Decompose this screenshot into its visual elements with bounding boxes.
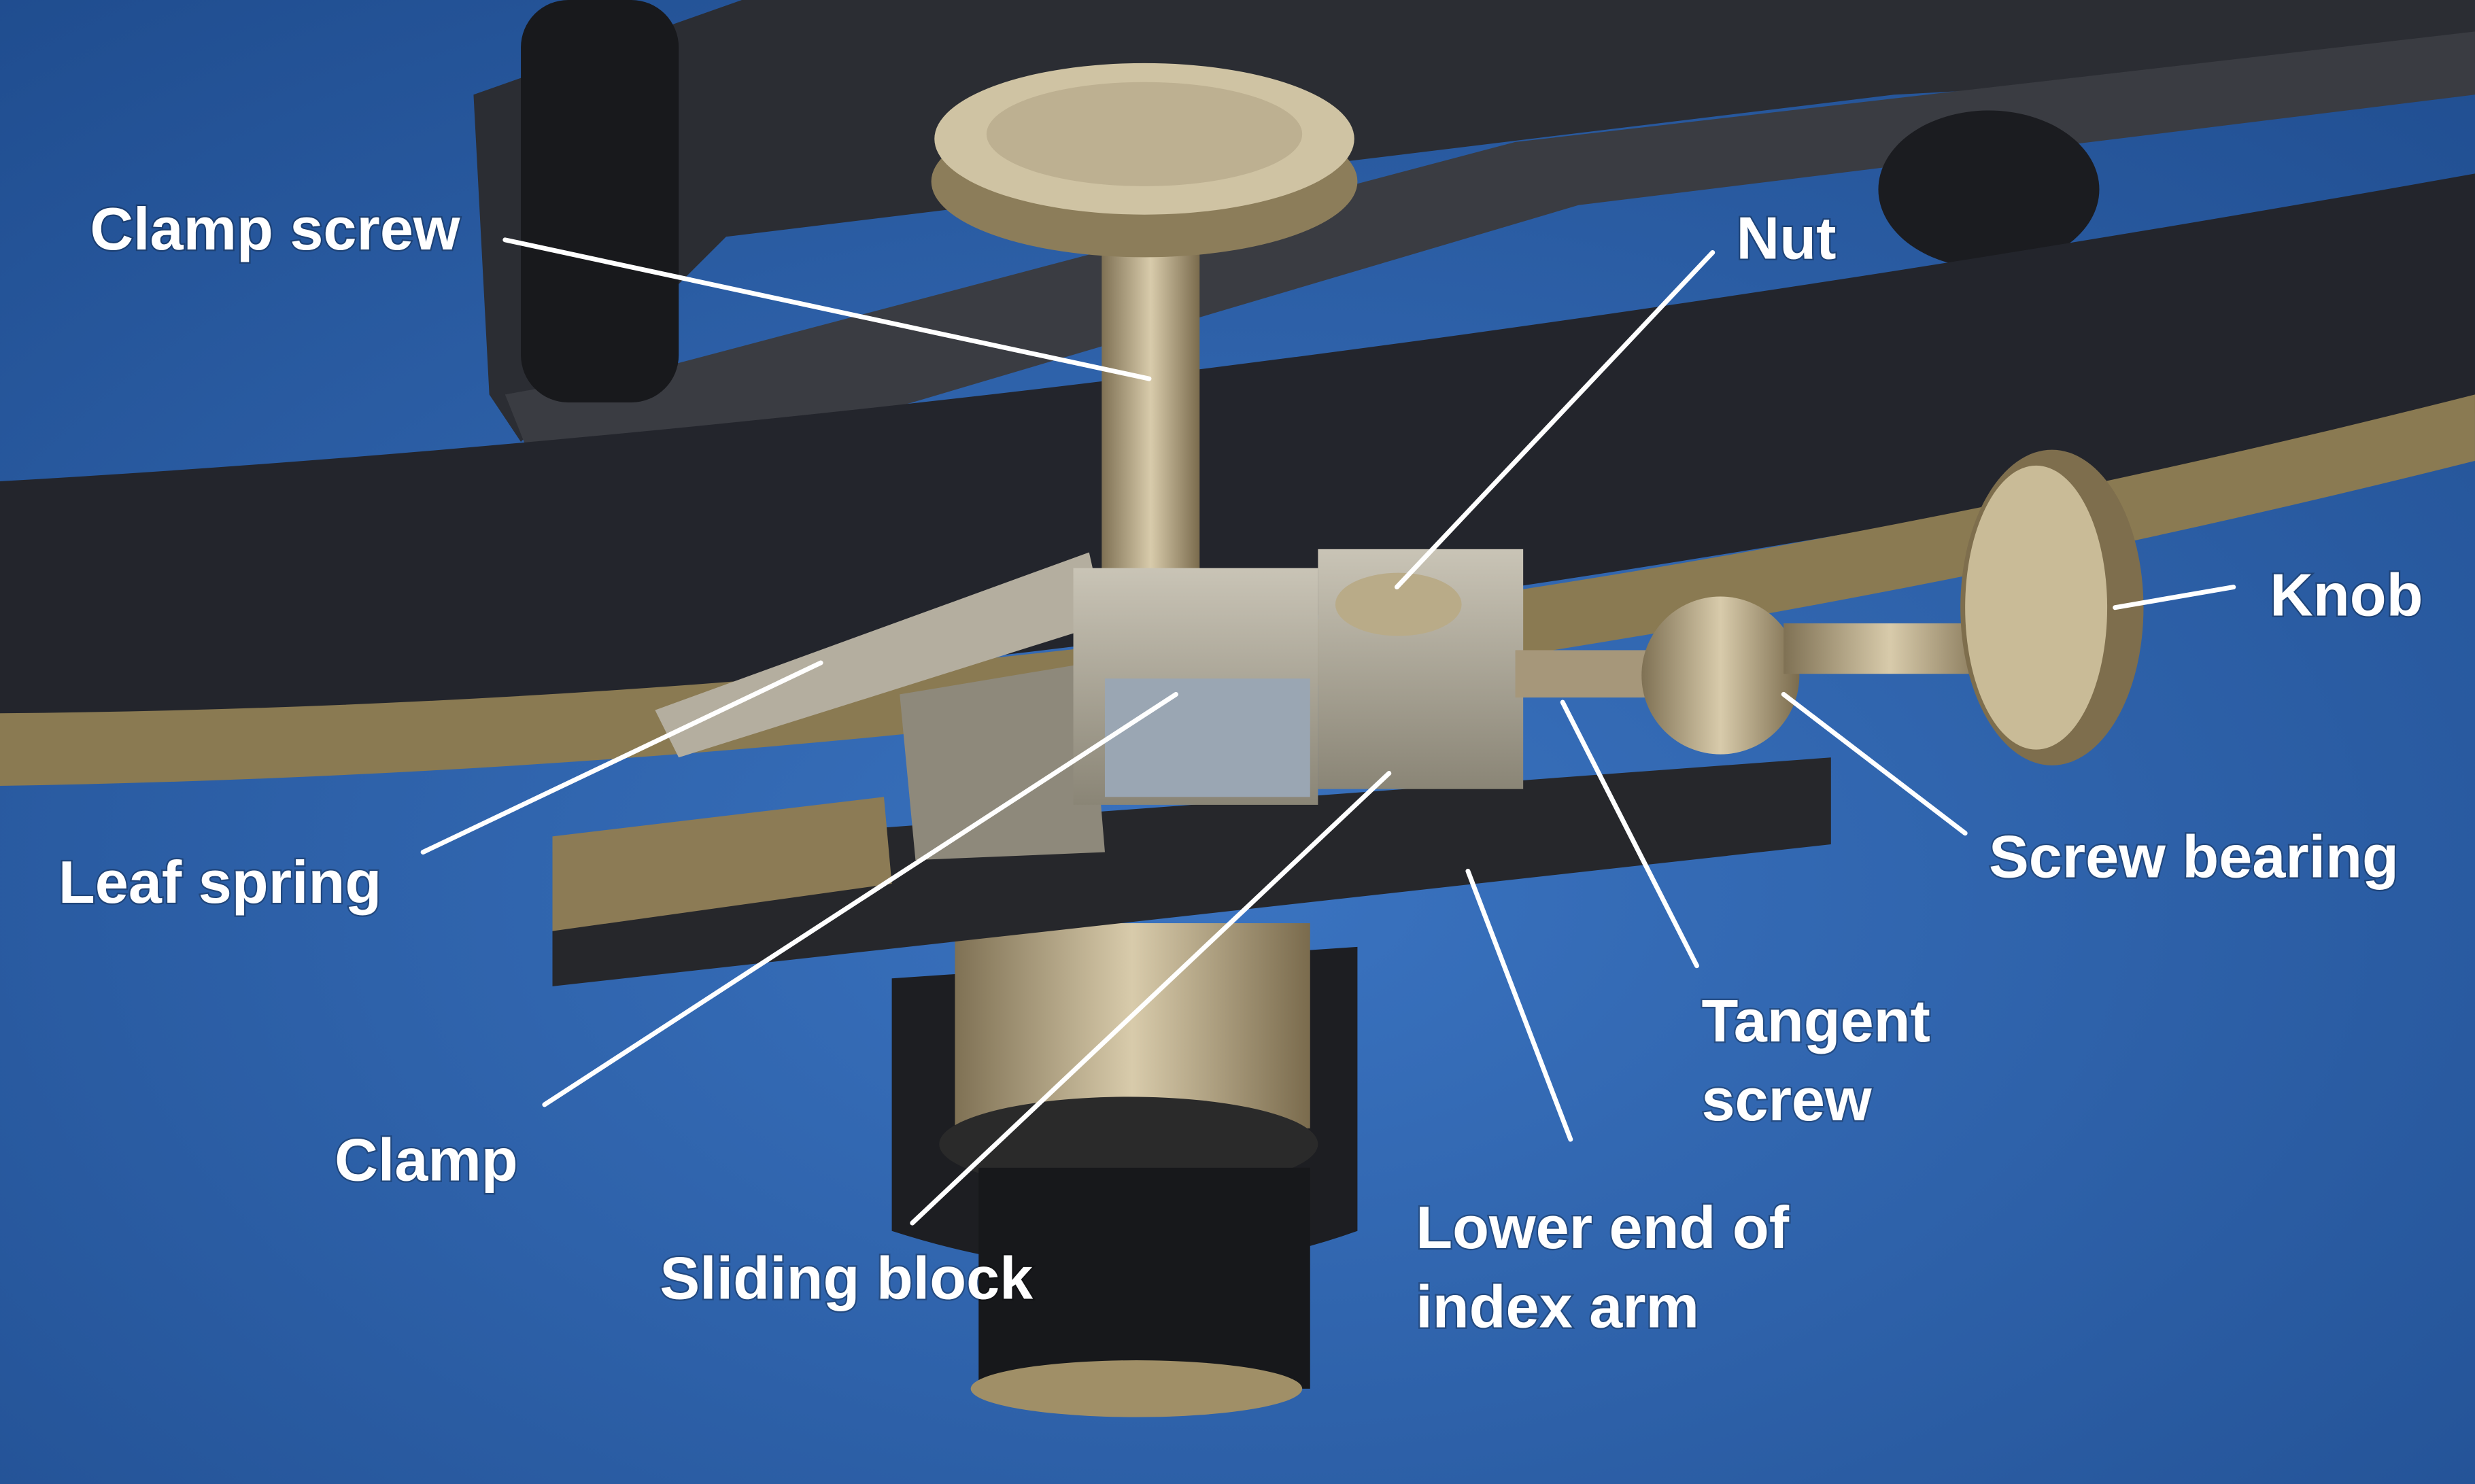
label-sliding-block: Sliding block	[660, 1245, 1034, 1312]
arc-band	[0, 173, 2475, 742]
label-nut: Nut	[1737, 205, 1837, 272]
leaf-spring-shape	[655, 552, 1105, 758]
label-screw-bearing: Screw bearing	[1989, 823, 2399, 891]
label-clamp-screw: Clamp screw	[90, 195, 460, 262]
pointer-clamp-screw	[502, 237, 1152, 381]
pointer-sliding-block	[910, 771, 1392, 1226]
pointer-nut	[1394, 249, 1716, 590]
label-leaf-spring: Leaf spring	[58, 848, 381, 916]
pointer-lower-end-of-index-arm	[1465, 868, 1573, 1142]
pointer-leaf-spring	[420, 660, 823, 855]
pointer-tangent-screw	[1560, 700, 1699, 969]
eyepiece	[891, 923, 1358, 1417]
label-lower-end-line2: index arm	[1416, 1273, 1699, 1340]
clamp-and-nut-blocks	[1073, 549, 1524, 805]
labels: Clamp screw Nut Knob Screw bearing Leaf …	[57, 193, 2425, 1341]
label-knob: Knob	[2270, 561, 2423, 628]
label-tangent-screw-line1: Tangent	[1701, 987, 1930, 1054]
index-arm-lower-end	[552, 552, 1831, 986]
label-clamp: Clamp	[335, 1126, 518, 1193]
tangent-screw-assembly	[1515, 449, 2144, 765]
pointer-clamp	[542, 691, 1178, 1107]
label-lower-end-line1: Lower end of	[1416, 1194, 1789, 1261]
label-tangent-screw-line2: screw	[1701, 1066, 1871, 1133]
pointer-screw-bearing	[1781, 691, 1968, 836]
frame-handle-rod	[521, 0, 679, 402]
pointer-knob	[2113, 585, 2236, 610]
graduated-arc-brass	[0, 394, 2475, 787]
pointer-lines	[420, 237, 2236, 1226]
